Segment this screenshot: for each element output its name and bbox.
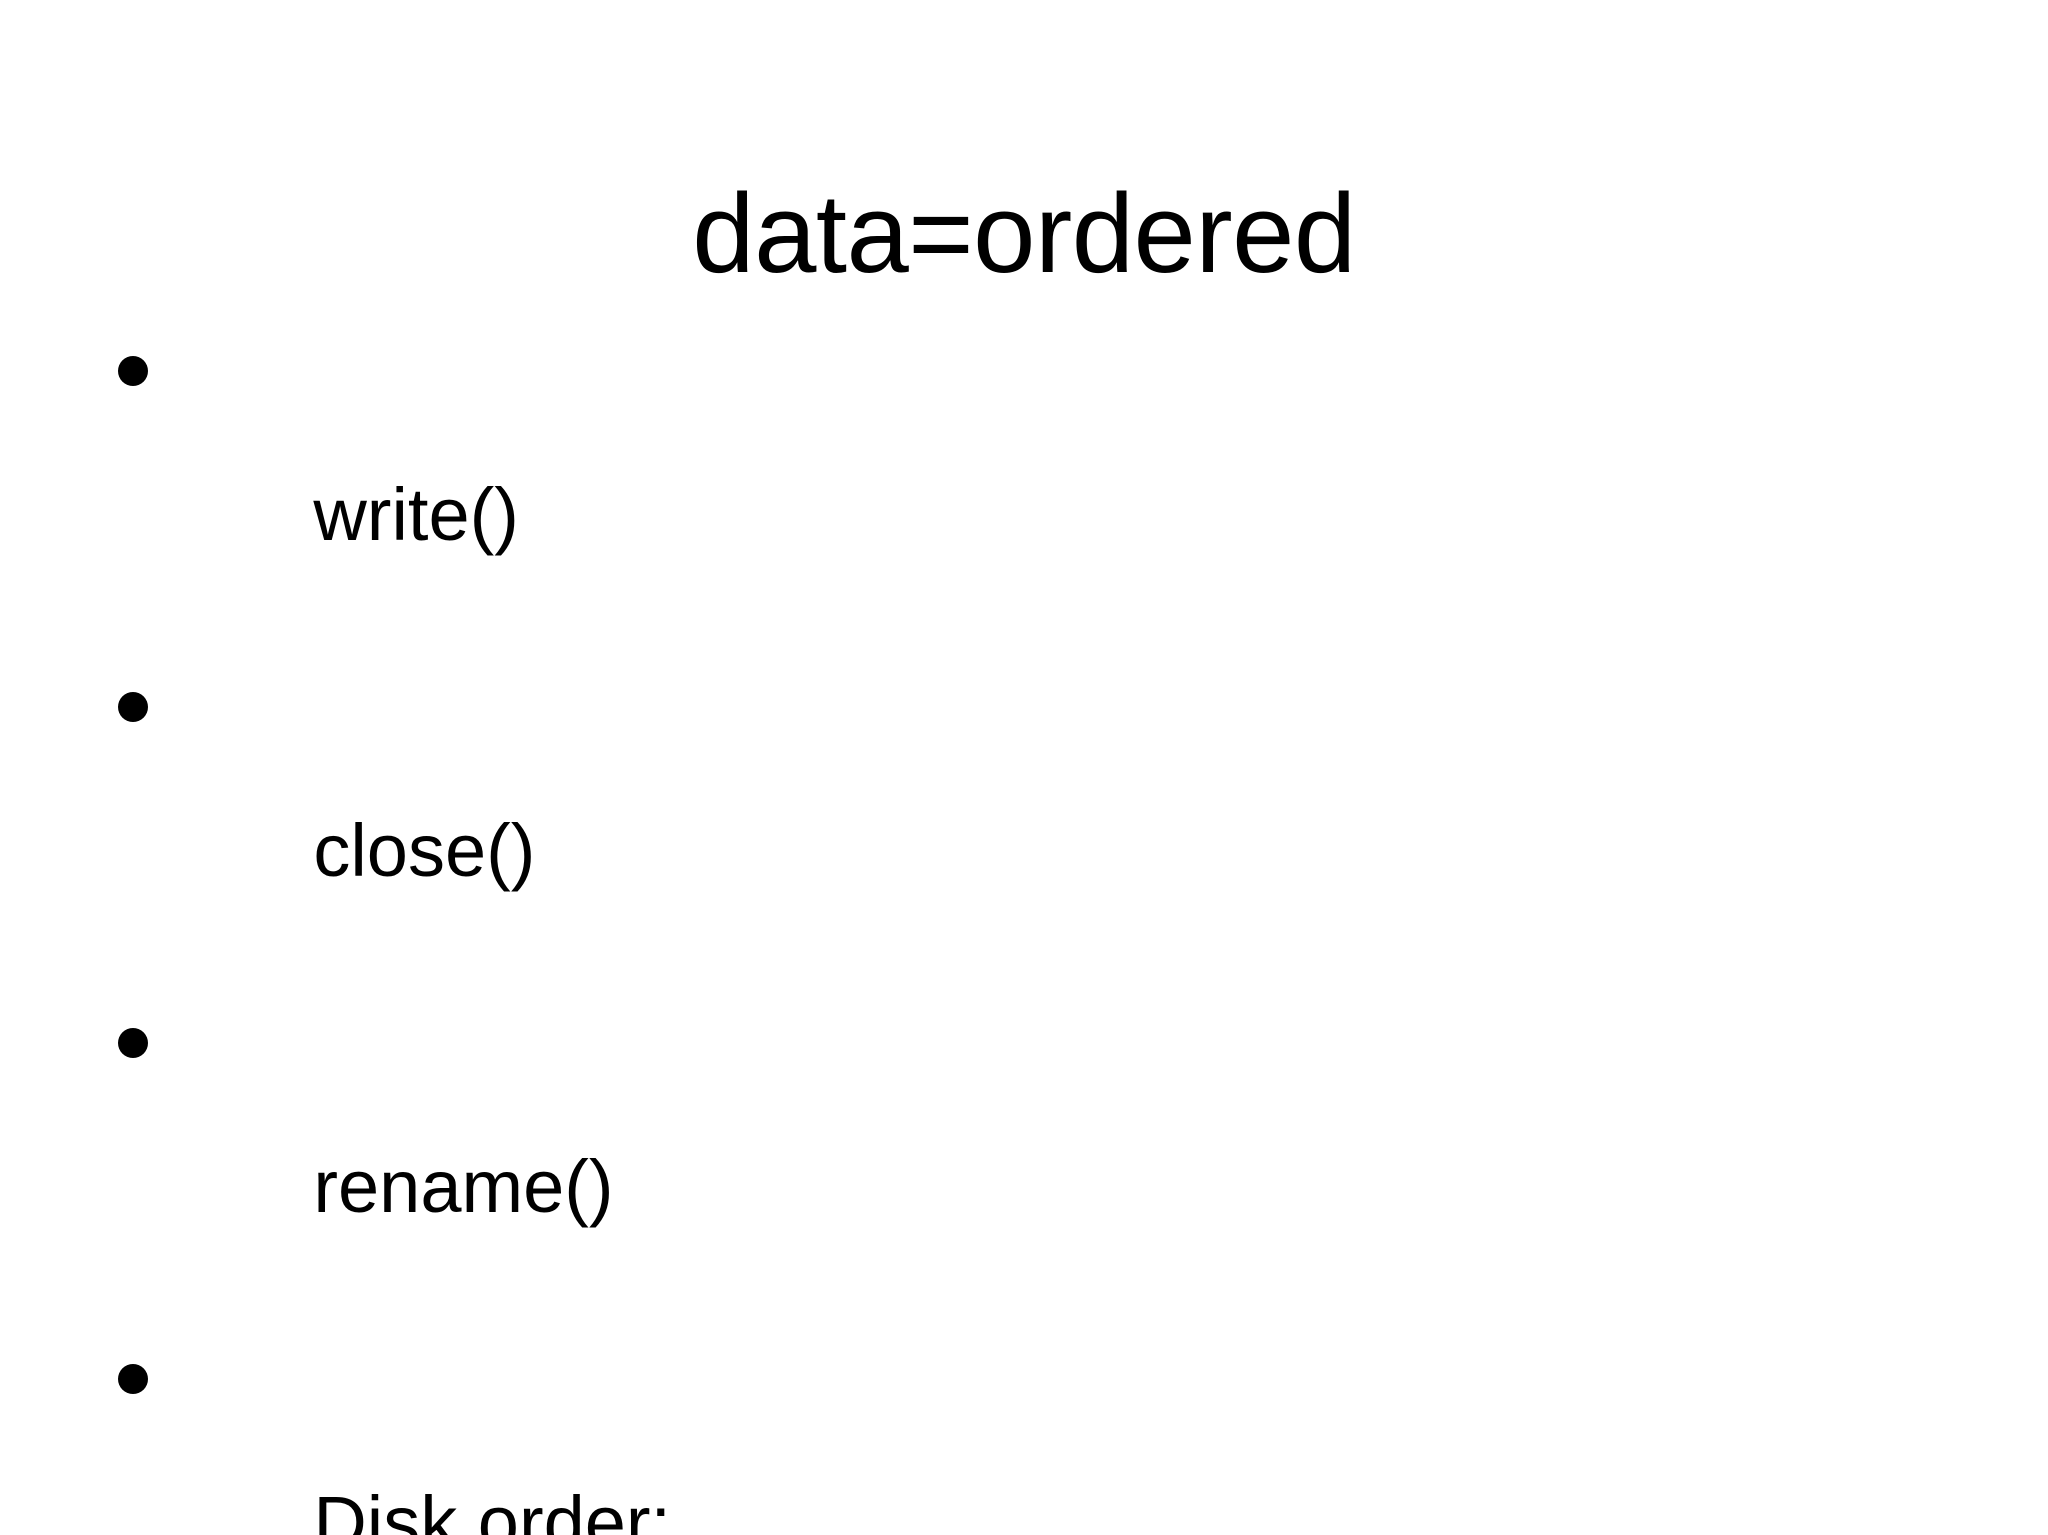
round-bullet-icon [118, 1028, 148, 1058]
bullet-item-rename: rename() [0, 1002, 2048, 1298]
bullet-label: rename() [313, 1145, 614, 1228]
bullet-item-close: close() [0, 666, 2048, 962]
slide-body-bullet-list: write() close() rename() Disk order: dat… [0, 330, 2048, 1535]
round-bullet-icon [118, 356, 148, 386]
bullet-label: close() [313, 809, 536, 892]
bullet-item-disk-order: Disk order: data from fwrite() inode dir… [0, 1338, 2048, 1535]
bullet-label: write() [313, 473, 519, 556]
bullet-label: Disk order: [313, 1481, 672, 1535]
bullet-item-write: write() [0, 330, 2048, 626]
round-bullet-icon [118, 692, 148, 722]
slide-title: data=ordered [692, 171, 1356, 297]
round-bullet-icon [118, 1364, 148, 1394]
